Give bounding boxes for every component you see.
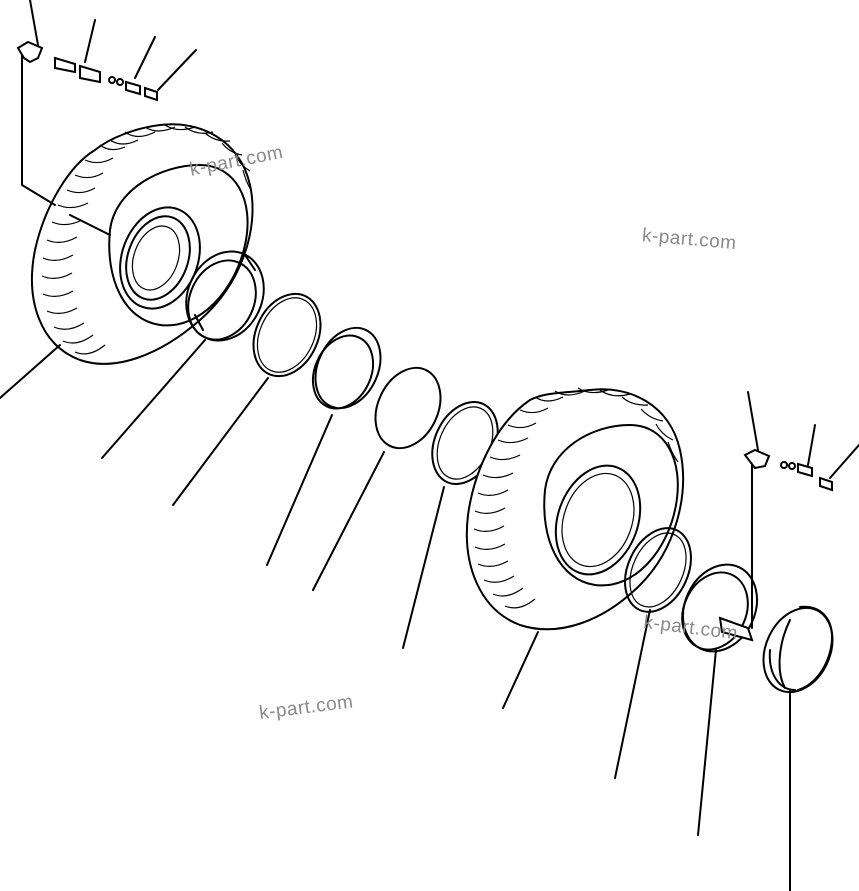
inner-valve-parts xyxy=(16,40,158,102)
outer-callout-lines xyxy=(502,391,859,891)
lock-ring-3 xyxy=(624,527,692,613)
flange-ring-band xyxy=(311,326,382,410)
inner-valve-stem-line xyxy=(21,54,111,236)
side-ring-band xyxy=(185,250,265,342)
ring-callout-lines xyxy=(0,339,445,649)
inner-valve-callout-lines xyxy=(29,0,197,91)
o-ring xyxy=(374,366,442,450)
outer-valve-parts xyxy=(743,448,833,492)
lock-ring-1 xyxy=(252,292,322,378)
outer-ring-series xyxy=(624,527,834,694)
outer-tire xyxy=(465,387,684,631)
split-rim-band xyxy=(762,605,834,694)
ring-series xyxy=(185,250,499,485)
